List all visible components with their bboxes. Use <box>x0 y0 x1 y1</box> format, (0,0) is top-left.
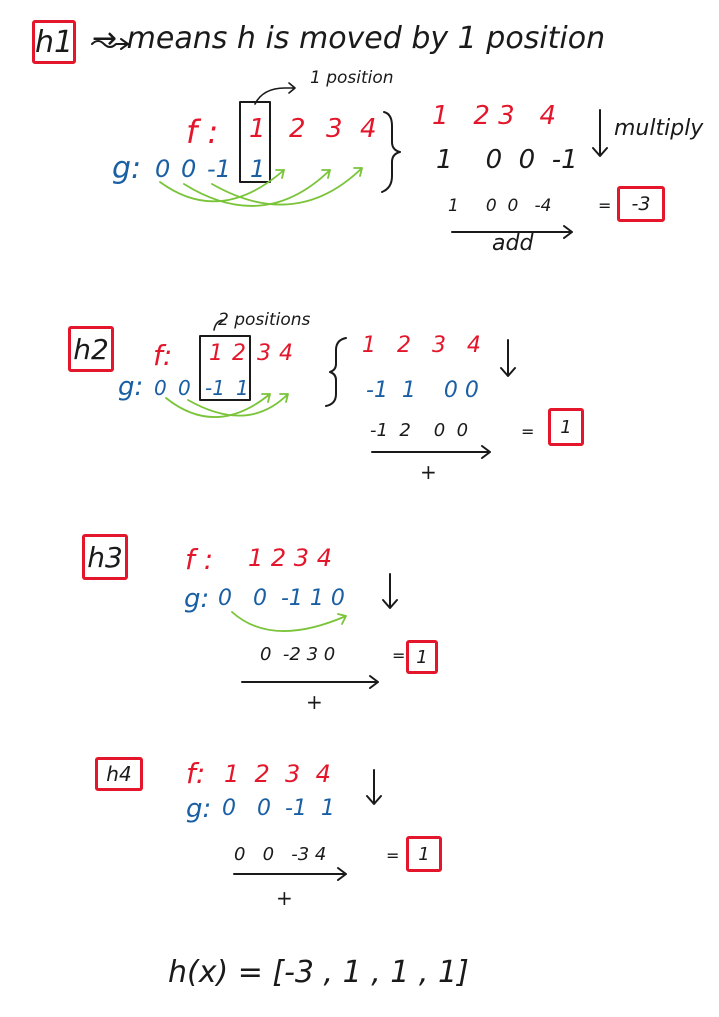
s4-multiply-arrow-icon <box>366 769 382 805</box>
s3-g-values: 0 0 -1 1 0 <box>218 586 345 611</box>
s1-g-value-3: -1 <box>207 155 231 183</box>
s2-g-label: g: <box>118 372 144 402</box>
s3-plus: + <box>306 690 323 714</box>
h4-label: h4 <box>106 762 132 786</box>
s1-f-value-1: 1 <box>249 114 266 144</box>
s4-f-label: f: <box>186 757 206 790</box>
s2-g-value-2: 0 <box>178 376 191 400</box>
s1-shift-note: 1 position <box>310 68 394 88</box>
s2-f-value-4: 4 <box>279 341 293 366</box>
s2-f-label: f: <box>153 339 173 372</box>
h4-label-box: h4 <box>95 757 143 791</box>
s4-result: 1 <box>418 843 430 865</box>
s1-f-value-4: 4 <box>360 114 377 144</box>
h3-label: h3 <box>87 540 123 574</box>
s3-f-label: f : <box>185 543 214 576</box>
s4-plus: + <box>276 886 293 910</box>
s2-g-value-1: 0 <box>154 376 167 400</box>
s2-f-value-2: 2 <box>232 341 246 366</box>
s4-products: 0 0 -3 4 <box>234 844 327 865</box>
s1-add-arrow-icon <box>451 225 573 239</box>
h1-label-box: h1 <box>32 20 76 64</box>
s4-f-values: 1 2 3 4 <box>224 760 331 788</box>
s3-f-values: 1 2 3 4 <box>248 544 332 572</box>
s1-multiply-label: multiply <box>614 116 704 141</box>
s3-result: 1 <box>416 646 428 668</box>
s3-equals: = <box>392 646 406 665</box>
s1-g-value-4: 1 <box>250 155 266 183</box>
s1-g-value-1: 0 <box>155 155 171 183</box>
h2-label-box: h2 <box>68 326 114 372</box>
h3-label-box: h3 <box>82 534 128 580</box>
s3-g-label: g: <box>184 584 210 614</box>
s4-equals: = <box>386 846 400 865</box>
s2-equals: = <box>521 422 535 441</box>
s1-f-value-3: 3 <box>326 114 343 144</box>
s3-result-box: 1 <box>406 640 438 674</box>
final-result: h(x) = [-3 , 1 , 1 , 1] <box>168 955 469 990</box>
s2-shift-arrow-icon <box>213 319 225 331</box>
s3-multiply-arrow-icon <box>382 573 398 609</box>
s2-brace <box>325 337 347 407</box>
s4-g-label: g: <box>186 794 212 824</box>
s1-g-value-2: 0 <box>181 155 197 183</box>
s2-g-value-3: -1 <box>205 376 225 400</box>
s1-g-label: g: <box>112 151 142 186</box>
s1-add-label: add <box>492 231 534 256</box>
s1-shift-arrow-icon <box>254 82 296 105</box>
s1-brace <box>381 111 401 193</box>
s4-g-values: 0 0 -1 1 <box>222 796 335 821</box>
s4-result-box: 1 <box>406 836 442 872</box>
header-text: → means h is moved by 1 position <box>92 21 606 56</box>
s2-products: -1 2 0 0 <box>370 420 469 441</box>
s1-result: -3 <box>631 193 651 215</box>
s1-top-row: 1 2 3 4 <box>432 101 557 131</box>
s1-f-value-2: 2 <box>289 114 306 144</box>
s2-f-value-1: 1 <box>209 341 223 366</box>
s2-green-arrows <box>165 393 289 418</box>
s2-top-row: 1 2 3 4 <box>362 333 481 358</box>
s2-multiply-arrow-icon <box>500 339 516 377</box>
s2-result: 1 <box>560 416 572 438</box>
s1-window-box <box>239 101 271 183</box>
s3-green-arrow <box>231 611 347 632</box>
h2-label: h2 <box>73 332 109 366</box>
s2-sum-arrow-icon <box>371 445 491 459</box>
s2-result-box: 1 <box>548 408 584 446</box>
s3-sum-arrow-icon <box>241 675 379 689</box>
s2-window-box <box>199 335 251 401</box>
s1-products: 1 0 0 -4 <box>448 196 552 216</box>
s1-multiply-arrow-icon <box>592 109 608 157</box>
s1-bottom-row: 1 0 0 -1 <box>436 145 578 175</box>
s2-plus: + <box>420 460 437 484</box>
s1-equals: = <box>598 196 612 215</box>
header-arrow-icon <box>91 38 129 50</box>
s2-bottom-row: -1 1 0 0 <box>366 378 479 403</box>
s2-g-value-4: 1 <box>236 376 249 400</box>
s1-result-box: -3 <box>617 186 665 222</box>
h1-label: h1 <box>34 24 74 60</box>
s4-sum-arrow-icon <box>233 867 347 881</box>
s1-f-label: f : <box>186 113 219 151</box>
s1-green-arrows <box>159 167 363 207</box>
s2-f-value-3: 3 <box>257 341 271 366</box>
s3-products: 0 -2 3 0 <box>260 644 336 665</box>
